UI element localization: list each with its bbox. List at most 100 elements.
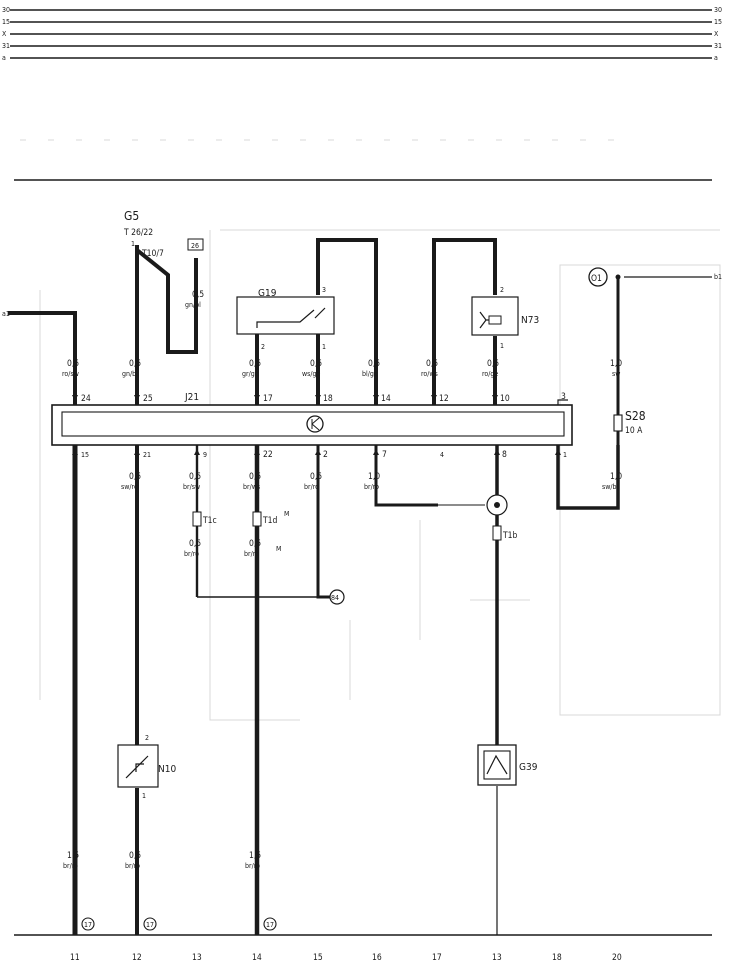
connector-box-26 [187, 238, 204, 251]
wire-bottom-1-size: 0,5 [189, 472, 201, 482]
column-number-1: 12 [132, 953, 142, 963]
pin-top-7: 3 [561, 392, 566, 402]
g19-pin-1: 1 [322, 343, 326, 351]
pin-top-4: 14 [381, 394, 391, 404]
wire-mid-0-size: 0,5 [189, 539, 201, 549]
wire-bottom-4-color: br/ro [364, 483, 379, 491]
wire-bottom-3-size: 0,5 [310, 472, 322, 482]
g39-label: G39 [519, 762, 538, 773]
n10-pin-2: 2 [145, 734, 149, 742]
rail-label-right-4: a [714, 54, 718, 62]
column-number-6: 17 [432, 953, 442, 963]
j21-top-pins: 24 25 17 18 14 12 10 3 [81, 392, 566, 404]
n10-label: N10 [158, 764, 176, 775]
rail-label-left-1: 15 [2, 18, 10, 26]
rail-label-right-1: 15 [714, 18, 722, 26]
g19-box [236, 296, 335, 335]
wire-bottom-0-color: sw/ro [121, 483, 138, 491]
wire-bottom-4-size: 1,0 [368, 472, 380, 482]
rail-labels: 30 15 X 31 a 30 15 X 31 a [2, 6, 722, 62]
pin-bottom-7: 8 [502, 450, 507, 460]
wire-top-3-color: ws/ge [302, 370, 321, 378]
pin-bottom-2: 9 [203, 451, 207, 459]
ground-markers: 17 17 17 [81, 917, 277, 931]
pin-top-3: 18 [323, 394, 333, 404]
s28-fuse: S28 10 A [613, 409, 646, 436]
wire-top-0-size: 0,5 [67, 359, 79, 369]
wire-mid-1-size: 0,5 [249, 539, 261, 549]
wire-mid-0-color: br/ro [184, 550, 199, 558]
wire-top-2-color: gr/gn [242, 370, 259, 378]
pin-top-0: 24 [81, 394, 91, 404]
s28-label: S28 [625, 409, 646, 423]
g19-pin-3: 3 [322, 286, 326, 294]
wire-ground-1-color: br/ro [125, 862, 140, 870]
rail-label-left-2: X [2, 30, 7, 38]
wire-ground-2-size: 1,5 [249, 851, 261, 861]
s28-rating: 10 A [625, 426, 643, 436]
g5-sensor: G5 T 26/22 T10/7 1 [123, 209, 164, 259]
g39-component: G39 [477, 744, 538, 786]
wire-top-2-size: 0,5 [249, 359, 261, 369]
column-number-0: 11 [70, 953, 80, 963]
mid-wire-labels: 0,5 br/ro 0,5 br/ro M [184, 539, 281, 558]
column-number-7: 13 [492, 953, 502, 963]
column-number-8: 18 [552, 953, 562, 963]
wire-bottom-1-color: br/sw [183, 483, 200, 491]
wire-bottom-3-color: br/ro [304, 483, 319, 491]
wire-top-7-color: sw [612, 370, 620, 378]
gn-bl-label: 0,5 gn/bl [185, 290, 204, 309]
background-ghost-lines [20, 139, 721, 721]
t1b-splice: T1b [486, 494, 518, 541]
wire-mid-1-color: br/ro [244, 550, 259, 558]
wire-top-3-size: 0,5 [310, 359, 322, 369]
ground-marker-2: 17 [266, 921, 274, 929]
wire-top-5-color: ro/ws [421, 370, 438, 378]
ground-marker-1: 17 [146, 921, 154, 929]
g5-t10-label: T10/7 [141, 249, 164, 259]
wire-bottom-0-size: 0,5 [129, 472, 141, 482]
n73-pin-1: 1 [500, 342, 504, 350]
wire-ground-0-size: 1,5 [67, 851, 79, 861]
column-number-5: 16 [372, 953, 382, 963]
n10-pin-1: 1 [142, 792, 146, 800]
ground-marker-0: 17 [84, 921, 92, 929]
wire-top-4-color: bl/ge [362, 370, 378, 378]
t1c-label: T1c [202, 516, 217, 526]
gn-bl-size: 0,5 [192, 290, 204, 300]
pin-bottom-8: 1 [563, 451, 567, 459]
rail-label-left-4: a [2, 54, 6, 62]
gn-bl-color: gn/bl [185, 301, 201, 309]
wire-top-6-size: 0,5 [487, 359, 499, 369]
a1-ref-label: a1 [2, 310, 10, 318]
bottom-wire-labels: 0,5 sw/ro 0,5 br/sw 0,5 br/ws 0,5 br/ro … [121, 472, 622, 491]
rail-label-right-0: 30 [714, 6, 722, 14]
g5-connector-label: T 26/22 [123, 228, 153, 238]
o1-label: O1 [591, 274, 602, 284]
pin-bottom-3: 22 [263, 450, 273, 460]
rail-label-right-2: X [714, 30, 719, 38]
wires-lower [72, 404, 620, 935]
j21-transistor-symbol [306, 415, 324, 433]
t1d-label: T1d [262, 516, 278, 526]
wire-ground-2-color: br/ro [245, 862, 260, 870]
t1d-mark: M [284, 510, 289, 518]
connector-box-26-label: 26 [191, 242, 199, 250]
wire-bottom-2-color: br/ws [243, 483, 260, 491]
rail-label-left-0: 30 [2, 6, 10, 14]
wires-upper [8, 238, 712, 405]
t1c-connector: T1c [192, 511, 217, 527]
pin-arrows [72, 395, 561, 455]
wire-top-0-color: ro/sw [62, 370, 79, 378]
g19-pin-2: 2 [261, 343, 265, 351]
column-number-9: 20 [612, 953, 622, 963]
j21-label: J21 [184, 392, 199, 403]
pin-bottom-0: 15 [81, 451, 89, 459]
g5-label: G5 [124, 209, 139, 223]
ground-84-label: 84 [331, 594, 339, 602]
j21-bottom-pins: 15 21 9 22 2 7 4 8 1 [81, 450, 567, 460]
n73-label: N73 [521, 315, 539, 326]
rail-label-left-3: 31 [2, 42, 10, 50]
pin-top-2: 17 [263, 394, 273, 404]
